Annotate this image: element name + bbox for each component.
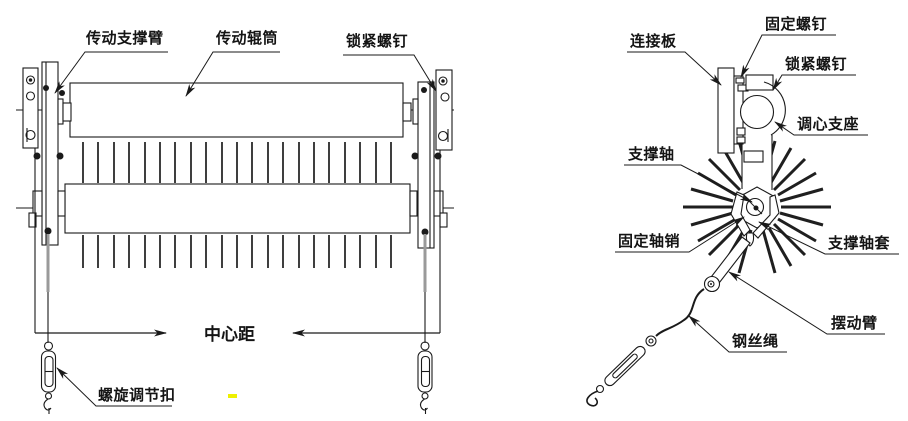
label-wire-rope: 钢丝绳	[732, 332, 779, 350]
label-support-shaft-sleeve: 支撑轴套	[828, 234, 891, 252]
left-view-assembly	[16, 51, 458, 415]
left-view-leaders	[54, 51, 437, 407]
right-turnbuckle-shape	[417, 341, 433, 415]
label-drive-roller: 传动辊筒	[216, 29, 279, 47]
label-self-aligning-seat: 调心支座	[797, 115, 860, 133]
label-support-shaft: 支撑轴	[628, 145, 675, 163]
right-view-detail	[586, 34, 899, 407]
left-support-frame	[22, 61, 72, 343]
support-shaft-arm	[741, 135, 773, 190]
label-lock-screw-right: 锁紧螺钉	[785, 55, 848, 73]
label-connection-plate: 连接板	[630, 32, 677, 50]
swing-arm-shape	[703, 236, 751, 293]
left-turnbuckle-shape	[40, 341, 57, 415]
drive-roller-shape	[69, 82, 404, 138]
label-swing-arm: 摆动臂	[831, 314, 878, 332]
hook-shape	[586, 390, 599, 407]
rope-turnbuckle-shape	[586, 335, 657, 407]
label-drive-support-arm: 传动支撑臂	[86, 29, 164, 47]
aligning-seat-shape	[739, 74, 786, 136]
label-fixing-screw: 固定螺钉	[765, 15, 828, 33]
label-center-distance: 中心距	[204, 325, 255, 345]
label-lock-screw-left: 锁紧螺钉	[346, 32, 409, 50]
brush-bristles	[82, 142, 392, 268]
wire-rope-shape	[655, 288, 705, 337]
brush-roller-shape	[64, 183, 411, 234]
right-view-leaders	[615, 34, 899, 353]
label-fixing-axle-pin: 固定轴销	[618, 232, 681, 250]
highlight-artifact	[228, 394, 237, 398]
label-spiral-adjuster: 螺旋调节扣	[98, 386, 176, 404]
right-support-frame	[402, 69, 453, 343]
